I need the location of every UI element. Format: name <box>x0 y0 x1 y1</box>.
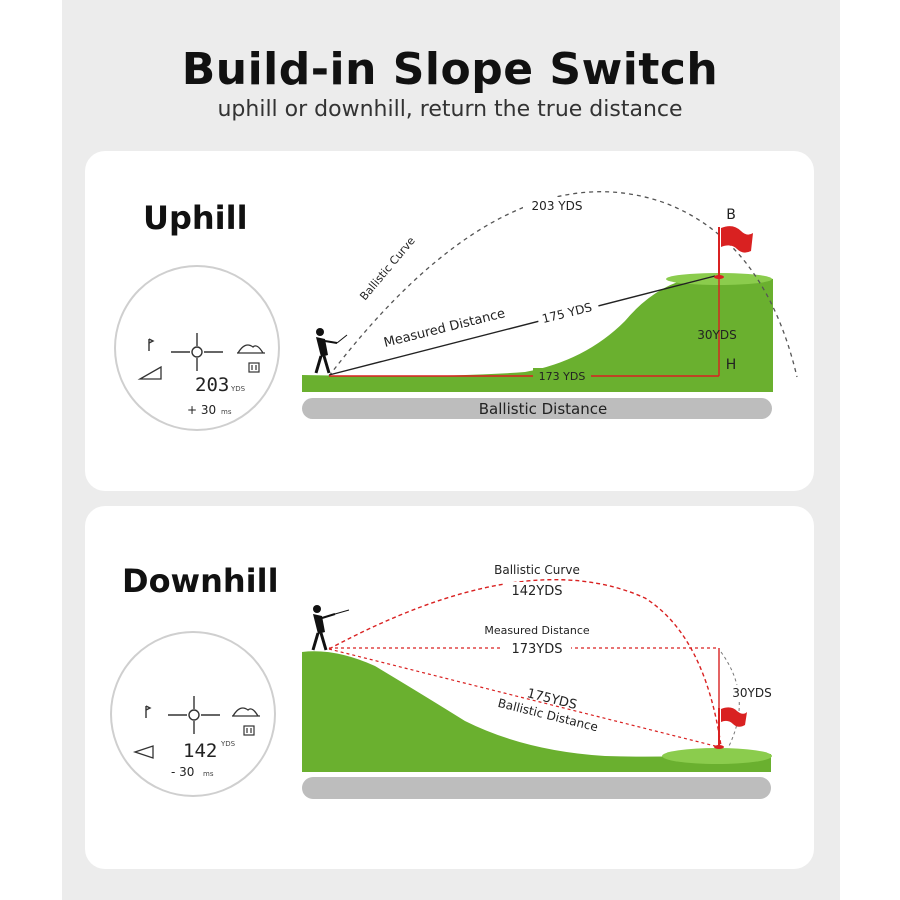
device-angle-unit: ms <box>203 770 214 778</box>
device-angle-unit: ms <box>221 408 232 416</box>
ballistic-distance-bar <box>302 398 772 419</box>
device-unit: YDS <box>230 385 246 393</box>
curve-distance-label: 142YDS <box>511 584 562 599</box>
page-title: Build-in Slope Switch <box>181 44 719 95</box>
downhill-heading: Downhill <box>120 562 281 600</box>
label-bg <box>533 368 591 382</box>
curve-distance-label: 203 YDS <box>532 199 583 213</box>
measured-distance-value: 173YDS <box>511 642 562 657</box>
device-distance: 142 <box>183 740 217 762</box>
label-bg <box>523 197 591 213</box>
label-bg <box>503 582 571 598</box>
measured-distance-label: Measured Distance <box>382 306 506 351</box>
flag-icon-target <box>714 226 753 279</box>
downhill-terrain <box>302 651 772 772</box>
ballistic-distance-label: Ballistic Distance <box>479 400 607 418</box>
slope-icon <box>132 745 154 759</box>
golfer-icon <box>311 605 350 651</box>
battery-icon <box>248 362 260 373</box>
ballistic-curve-label: Ballistic Curve <box>357 234 418 303</box>
height-label: 30YDS <box>732 686 771 700</box>
slope-distance-line <box>328 648 720 748</box>
downhill-diagram: 142 YDS - 30 ms <box>110 563 775 799</box>
golfer-icon <box>314 328 348 374</box>
label-bg <box>535 296 601 328</box>
downhill-heading-text: Downhill <box>122 562 279 600</box>
label-bg <box>503 640 571 656</box>
point-h-label: H <box>726 357 737 373</box>
ballistic-curve-label: Ballistic Curve <box>494 563 580 577</box>
point-b-label: B <box>726 207 736 223</box>
crosshair-icon <box>171 333 223 371</box>
height-label: 30YDS <box>697 328 736 342</box>
battery-icon <box>243 725 255 736</box>
uphill-diagram: 203 YDS + 30 ms Ballistic Distance <box>114 191 798 431</box>
device-angle: + 30 <box>187 403 216 417</box>
rangefinder-display: 142 YDS - 30 ms <box>110 631 276 797</box>
device-unit: YDS <box>220 740 236 748</box>
horizontal-distance-label: 173 YDS <box>539 370 586 383</box>
label-bg <box>729 685 775 701</box>
ground-bar <box>302 777 771 799</box>
measured-distance-label: Measured Distance <box>484 624 590 637</box>
mountain-icon <box>232 707 260 717</box>
flag-icon <box>145 705 152 718</box>
measured-distance-line <box>328 275 716 376</box>
flag-icon-target <box>714 707 747 749</box>
rangefinder-display: 203 YDS + 30 ms <box>114 265 280 431</box>
uphill-card: Uphill <box>85 151 814 491</box>
downhill-card: Downhill <box>85 506 814 869</box>
crosshair-icon <box>168 696 220 734</box>
uphill-heading: Uphill <box>141 199 250 237</box>
page-subtitle: uphill or downhill, return the true dist… <box>217 97 683 122</box>
mountain-icon <box>237 344 265 354</box>
device-angle: - 30 <box>171 765 194 779</box>
device-distance: 203 <box>195 374 229 396</box>
ballistic-curve <box>328 579 722 747</box>
slope-icon <box>137 365 162 380</box>
uphill-heading-text: Uphill <box>143 199 248 237</box>
flag-icon <box>148 338 155 351</box>
